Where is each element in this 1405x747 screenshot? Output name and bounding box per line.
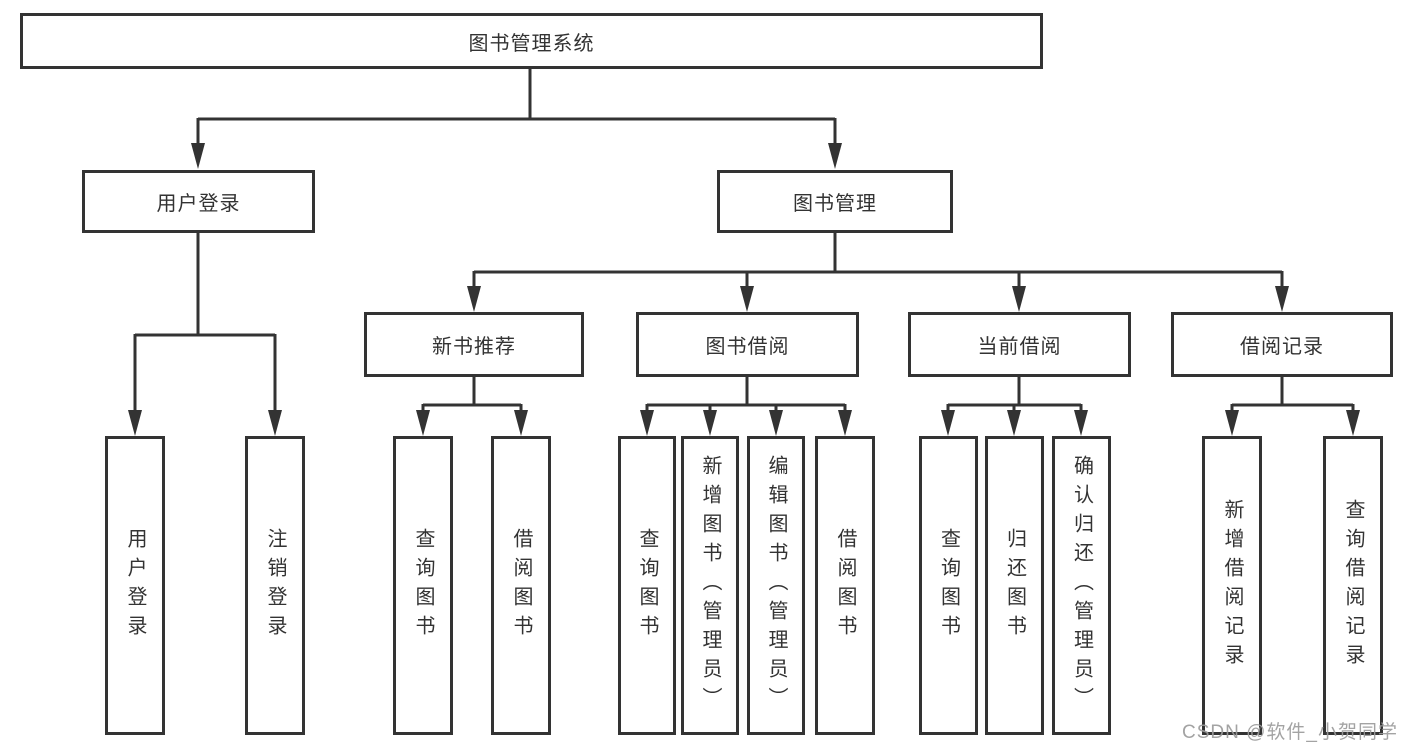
node-user-login: 用户登录	[82, 170, 315, 233]
node-borrowing-records: 借阅记录	[1171, 312, 1393, 377]
node-leaf-query-borrow-record: 查询借阅记录	[1323, 436, 1383, 735]
node-leaf-add-borrow-record: 新增借阅记录	[1202, 436, 1262, 735]
node-book-management: 图书管理	[717, 170, 953, 233]
csdn-watermark: CSDN @软件_小贺同学	[1182, 722, 1398, 743]
node-leaf-borrow-books: 借阅图书	[815, 436, 875, 735]
node-leaf-query-books-borrow: 查询图书	[618, 436, 676, 735]
node-leaf-user-login: 用户登录	[105, 436, 165, 735]
node-leaf-add-books-admin: 新增图书（管理员）	[681, 436, 739, 735]
node-leaf-query-books-current: 查询图书	[919, 436, 978, 735]
node-new-book-recommend: 新书推荐	[364, 312, 584, 377]
node-book-borrowing: 图书借阅	[636, 312, 859, 377]
node-current-borrowing: 当前借阅	[908, 312, 1131, 377]
node-leaf-return-books: 归还图书	[985, 436, 1044, 735]
node-leaf-edit-books-admin: 编辑图书（管理员）	[747, 436, 805, 735]
node-leaf-logout: 注销登录	[245, 436, 305, 735]
node-leaf-borrow-books-recommend: 借阅图书	[491, 436, 551, 735]
node-library-system: 图书管理系统	[20, 13, 1043, 69]
node-leaf-confirm-return-admin: 确认归还（管理员）	[1052, 436, 1111, 735]
node-leaf-query-books-recommend: 查询图书	[393, 436, 453, 735]
